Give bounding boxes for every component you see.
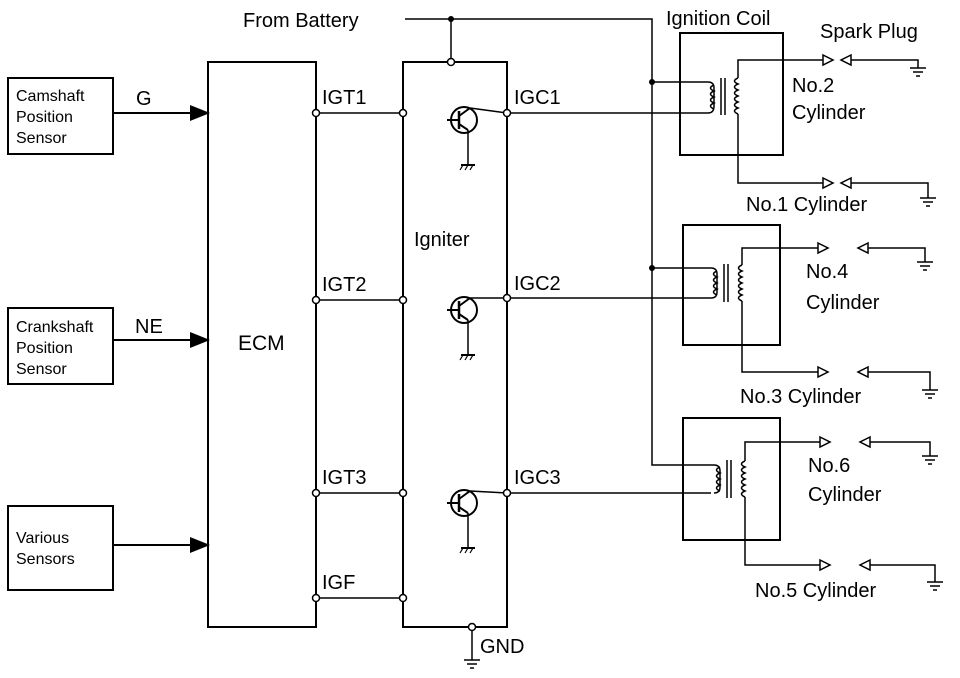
igt-lines xyxy=(311,108,408,603)
svg-text:Camshaft: Camshaft xyxy=(16,88,85,105)
cylinder-no6-label: Cylinder xyxy=(808,484,882,506)
g-signal-label: G xyxy=(136,88,152,110)
cylinder-no4-label: Cylinder xyxy=(806,292,880,314)
ne-signal-label: NE xyxy=(135,316,163,338)
svg-text:Sensor: Sensor xyxy=(16,130,67,147)
igt3-label: IGT3 xyxy=(322,467,366,489)
battery-label: From Battery xyxy=(243,10,359,32)
svg-text:Sensor: Sensor xyxy=(16,361,67,378)
igniter-block: Igniter xyxy=(402,61,508,628)
svg-text:Position: Position xyxy=(16,109,73,126)
svg-text:ECM: ECM xyxy=(238,332,285,355)
igf-label: IGF xyxy=(322,572,355,594)
cylinder-no6-label: No.6 xyxy=(808,455,850,477)
spark-plug-icon xyxy=(817,241,939,399)
svg-text:Position: Position xyxy=(16,340,73,357)
ecm-block: ECM xyxy=(207,61,317,628)
cylinder-no3-label: No.3 Cylinder xyxy=(740,386,862,408)
transistor-icon xyxy=(445,488,508,554)
cylinder-no1-label: No.1 Cylinder xyxy=(746,194,868,216)
cylinder-no2-label: Cylinder xyxy=(792,102,866,124)
igc2-label: IGC2 xyxy=(514,273,561,295)
ignition-coil-label: Ignition Coil xyxy=(666,8,771,30)
camshaft-position-sensor: Camshaft Position Sensor xyxy=(7,77,114,155)
crankshaft-position-sensor: Crankshaft Position Sensor xyxy=(7,307,114,385)
igc1-label: IGC1 xyxy=(514,87,561,109)
gnd-label: GND xyxy=(480,636,524,658)
ignition-coil-3 xyxy=(682,417,820,566)
cylinder-no4-label: No.4 xyxy=(806,261,848,283)
transistor-icon xyxy=(445,295,507,361)
ignition-coil-1 xyxy=(679,32,823,184)
cylinder-no2-label: No.2 xyxy=(792,75,834,97)
various-sensors: Various Sensors xyxy=(7,505,114,591)
igc-lines xyxy=(502,108,711,498)
svg-text:Various: Various xyxy=(16,530,69,547)
svg-text:Igniter: Igniter xyxy=(414,229,470,251)
svg-text:Crankshaft: Crankshaft xyxy=(16,319,94,336)
igc3-label: IGC3 xyxy=(514,467,561,489)
spark-plug-icon xyxy=(822,54,937,207)
ignition-coil-2 xyxy=(682,224,818,373)
svg-text:Sensors: Sensors xyxy=(16,551,75,568)
cylinder-no5-label: No.5 Cylinder xyxy=(755,580,877,602)
igt1-label: IGT1 xyxy=(322,87,366,109)
igt2-label: IGT2 xyxy=(322,274,366,296)
spark-plug-icon xyxy=(819,435,944,591)
spark-plug-label: Spark Plug xyxy=(820,21,918,43)
transistor-icon xyxy=(445,105,508,171)
igniter-ground xyxy=(463,622,481,669)
